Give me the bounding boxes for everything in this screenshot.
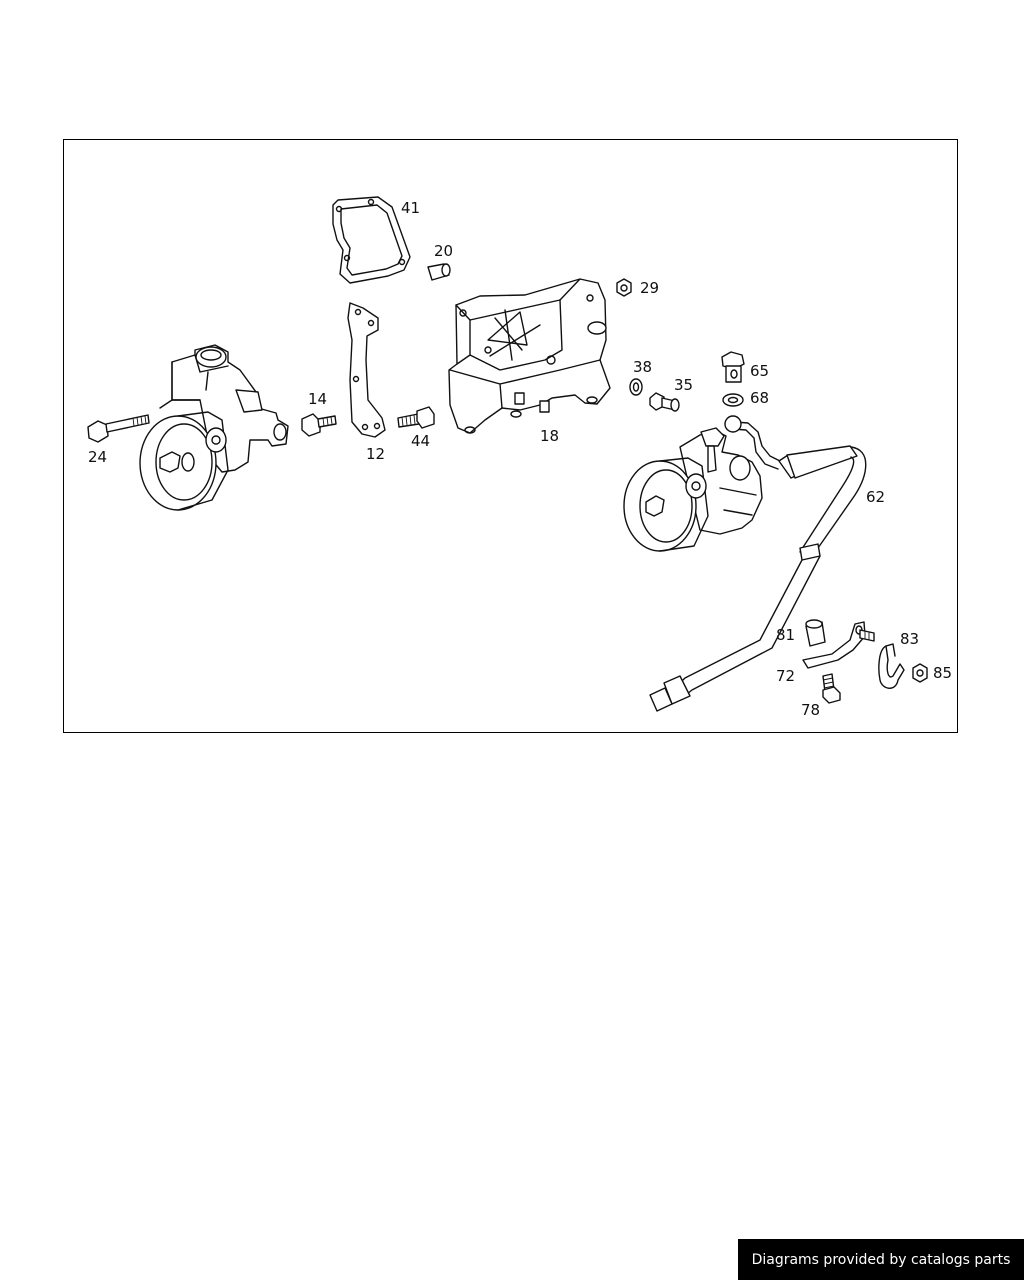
callout-41: 41 — [401, 199, 421, 217]
part-83-clamp — [878, 643, 905, 689]
callout-38: 38 — [633, 358, 653, 376]
callout-20: 20 — [434, 242, 454, 260]
part-24-bolt — [87, 414, 150, 443]
callout-12: 12 — [366, 445, 386, 463]
part-72-clip — [802, 621, 875, 669]
part-35-bolt — [649, 392, 680, 412]
part-65-banjo-bolt — [721, 351, 745, 383]
part-41-gasket — [332, 196, 411, 284]
part-78-bolt — [822, 673, 841, 704]
part-38-washer — [629, 378, 643, 396]
part-62-hose — [649, 415, 867, 712]
part-81-spacer — [805, 619, 826, 647]
callout-14: 14 — [308, 390, 328, 408]
callout-44: 44 — [411, 432, 431, 450]
callout-78: 78 — [801, 701, 821, 719]
right-steering-pump — [623, 427, 763, 552]
callout-18: 18 — [540, 427, 560, 445]
part-14-bolt — [301, 413, 337, 437]
callout-65: 65 — [750, 362, 770, 380]
part-12-strap — [347, 302, 386, 438]
callout-24: 24 — [88, 448, 108, 466]
part-20-sleeve — [427, 263, 451, 281]
part-68-washer — [722, 393, 744, 407]
part-85-nut — [912, 663, 928, 683]
part-18-bracket — [448, 278, 611, 434]
callout-72: 72 — [776, 667, 796, 685]
callout-68: 68 — [750, 389, 770, 407]
callout-29: 29 — [640, 279, 660, 297]
callout-85: 85 — [933, 664, 953, 682]
callout-83: 83 — [900, 630, 920, 648]
part-44-bolt — [397, 406, 435, 429]
part-29-nut — [616, 278, 632, 297]
callout-35: 35 — [674, 376, 694, 394]
credit-banner: Diagrams provided by catalogs parts — [738, 1239, 1024, 1280]
left-steering-pump — [139, 344, 289, 511]
callout-81: 81 — [776, 626, 796, 644]
callout-62: 62 — [866, 488, 886, 506]
